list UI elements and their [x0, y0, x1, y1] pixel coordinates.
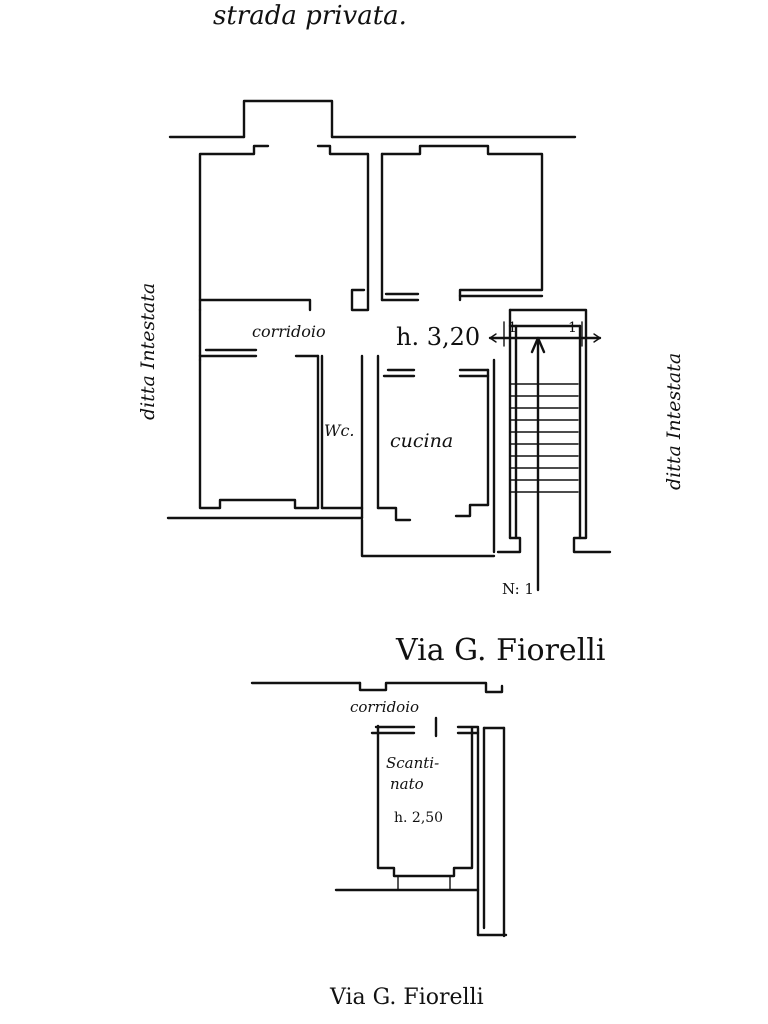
- stair-mark-2: 1: [568, 320, 577, 336]
- right-side-label: ditta Intestata: [663, 353, 685, 490]
- basement-line1-label: Scanti-: [386, 754, 439, 772]
- street-basement-label: Via G. Fiorelli: [329, 985, 484, 1010]
- number-label: N: 1: [502, 580, 534, 598]
- basement-height-label: h. 2,50: [394, 810, 443, 826]
- height-main-label: h. 3,20: [396, 323, 480, 351]
- corridoio-basement-label: corridoio: [350, 698, 419, 716]
- wc-label: Wc.: [324, 421, 355, 440]
- top-street-label: strada privata.: [213, 1, 407, 31]
- corridoio-label: corridoio: [252, 322, 326, 341]
- basement-line2-label: nato: [390, 775, 424, 793]
- street-main-label: Via G. Fiorelli: [395, 633, 605, 668]
- main-floor-walls: [166, 99, 612, 592]
- cucina-label: cucina: [390, 430, 453, 452]
- stair-mark-1: 1: [508, 320, 517, 336]
- left-side-label: ditta Intestata: [137, 283, 159, 420]
- basement-walls: [250, 681, 508, 938]
